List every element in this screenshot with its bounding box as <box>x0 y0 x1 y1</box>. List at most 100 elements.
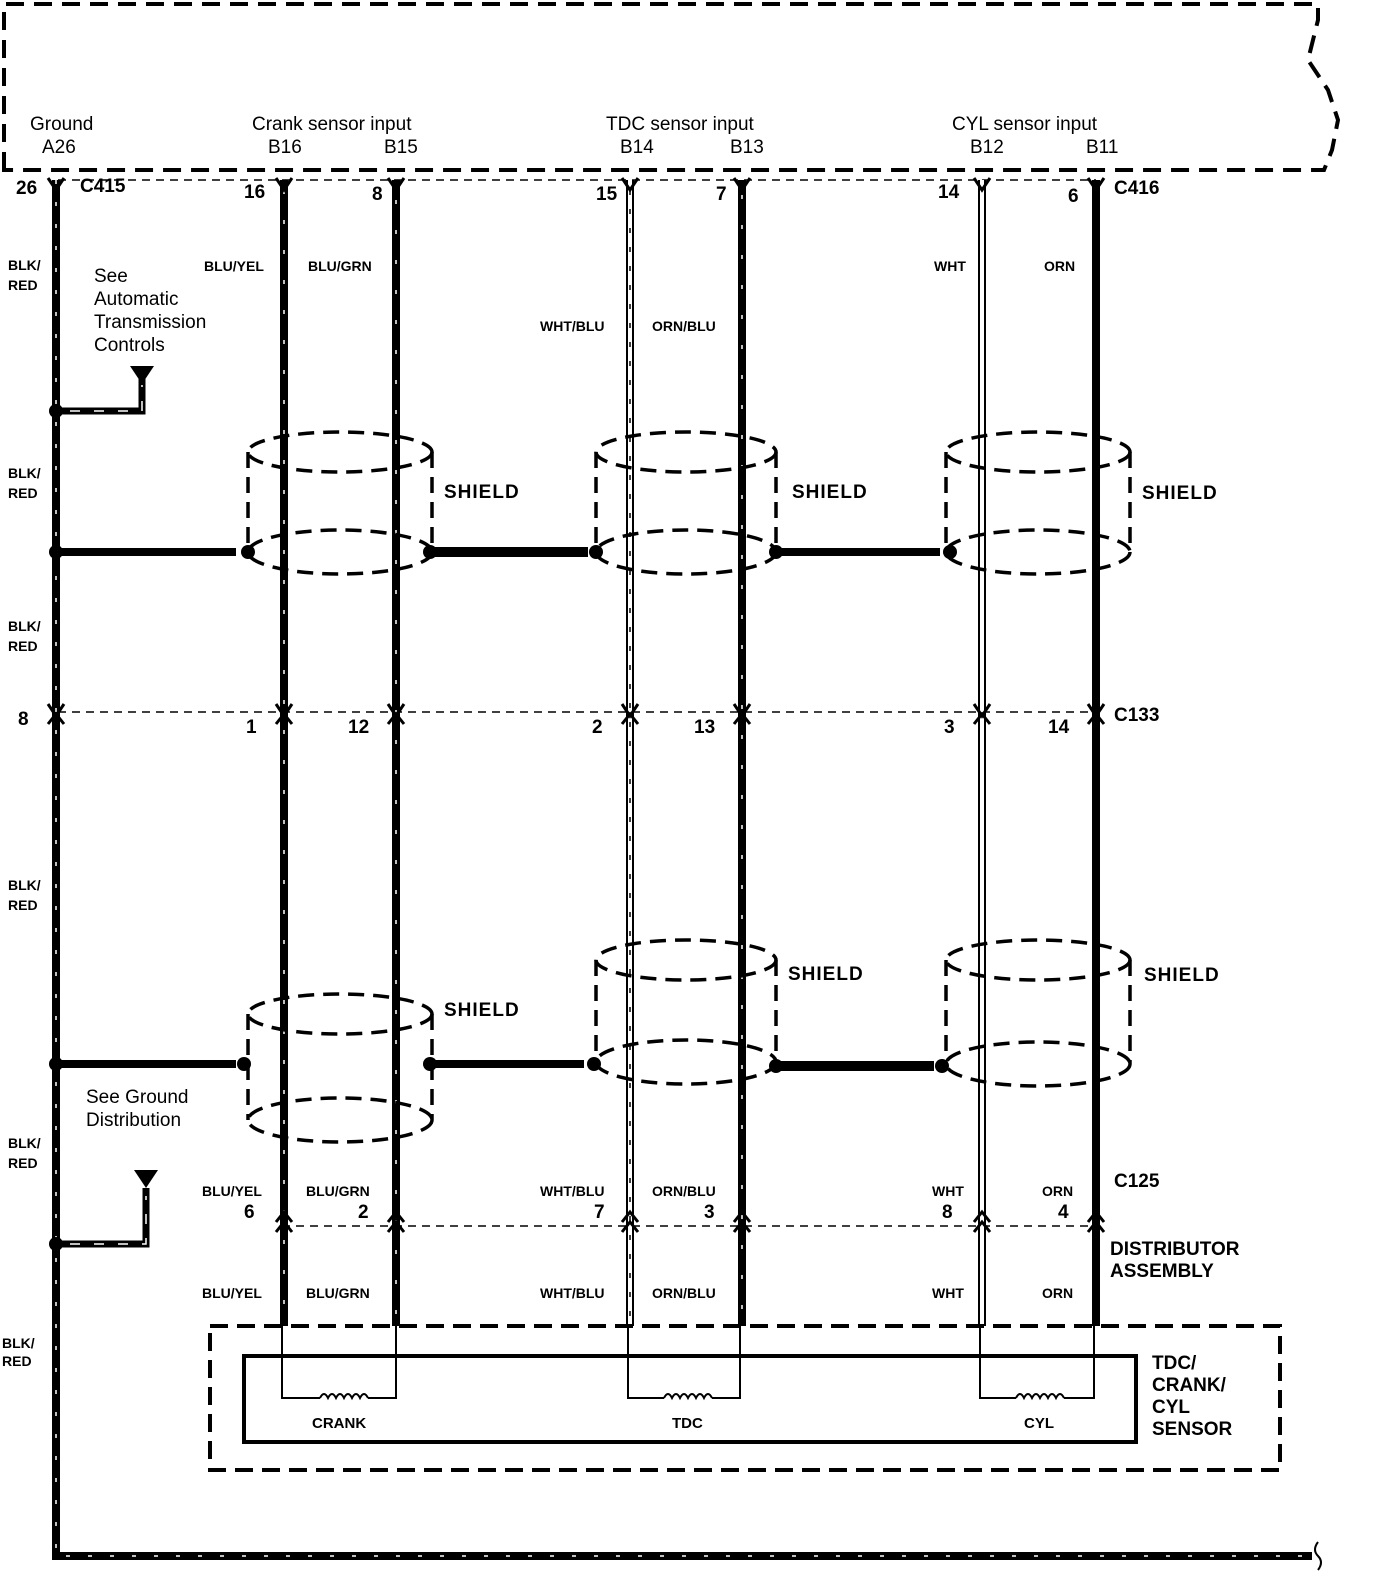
pin-3-c133: 3 <box>944 717 955 738</box>
label-orn-blu-bottom: ORN/BLU <box>652 1285 716 1301</box>
pin-2-c133: 2 <box>592 717 603 738</box>
connector-c415: C415 <box>80 176 126 197</box>
shield-label-crank-upper: SHIELD <box>444 482 520 503</box>
pin-8-c133: 8 <box>18 709 29 730</box>
svg-text:RED: RED <box>8 1155 38 1171</box>
ecm-pin-b14: B14 <box>620 137 654 158</box>
shield-label-cyl-lower: SHIELD <box>1144 965 1220 986</box>
label-blu-yel-bottom: BLU/YEL <box>202 1285 262 1301</box>
label-orn-c125: ORN <box>1042 1183 1073 1199</box>
shield-tdc-lower <box>594 938 778 1086</box>
shield-cyl-lower <box>944 938 1132 1088</box>
ecm-pin-b16: B16 <box>268 137 302 158</box>
ground-wire <box>52 180 1312 1560</box>
label-blu-grn-top: BLU/GRN <box>308 258 372 274</box>
svg-text:CYL: CYL <box>1152 1397 1190 1418</box>
distributor-box <box>208 1324 1282 1472</box>
connector-terminals-top <box>46 177 1106 193</box>
ecm-pin-b15: B15 <box>384 137 418 158</box>
ecm-cyl-label: CYL sensor input <box>952 114 1098 135</box>
svg-text:Automatic: Automatic <box>94 289 178 310</box>
connector-terminals-c133 <box>46 703 1106 725</box>
pin-14-c133: 14 <box>1048 717 1070 738</box>
label-wht-blu-c125: WHT/BLU <box>540 1183 605 1199</box>
pin-14-top: 14 <box>938 182 960 203</box>
svg-text:RED: RED <box>8 638 38 654</box>
pin-13-c133: 13 <box>694 717 715 738</box>
pin-6-c125: 6 <box>244 1202 255 1223</box>
pin-2-c125: 2 <box>358 1202 369 1223</box>
shield-label-tdc-upper: SHIELD <box>792 482 868 503</box>
label-orn-blu-top: ORN/BLU <box>652 318 716 334</box>
sensor-box <box>242 1354 1138 1444</box>
ground-symbol-atc-icon <box>130 366 154 384</box>
svg-text:RED: RED <box>8 277 38 293</box>
svg-text:CRANK/: CRANK/ <box>1152 1375 1227 1396</box>
pin-7-c125: 7 <box>594 1202 605 1223</box>
label-orn-top: ORN <box>1044 258 1075 274</box>
svg-text:See: See <box>94 266 128 287</box>
pin-6-top: 6 <box>1068 186 1079 207</box>
ecm-tdc-label: TDC sensor input <box>606 114 755 135</box>
ground-distribution-tap <box>49 1188 150 1251</box>
upper-shield-drain <box>49 545 957 559</box>
shield-crank-upper <box>246 430 434 576</box>
ecm-pin-a26: A26 <box>42 137 76 158</box>
svg-text:BLK/: BLK/ <box>8 877 41 893</box>
pin-15: 15 <box>596 184 618 205</box>
svg-text:SENSOR: SENSOR <box>1152 1419 1233 1440</box>
shield-cyl-upper <box>944 430 1132 576</box>
wire-break-icon <box>1314 1541 1322 1571</box>
crank-coil <box>281 1326 397 1401</box>
cyl-coil <box>979 1326 1095 1401</box>
coil-label-cyl: CYL <box>1024 1415 1054 1432</box>
pin-16: 16 <box>244 182 265 203</box>
label-orn-blu-c125: ORN/BLU <box>652 1183 716 1199</box>
label-blu-grn-bottom: BLU/GRN <box>306 1285 370 1301</box>
coil-label-tdc: TDC <box>672 1415 703 1432</box>
pin-8-top: 8 <box>372 184 383 205</box>
atc-ground-tap <box>49 378 146 418</box>
shield-label-cyl-upper: SHIELD <box>1142 483 1218 504</box>
svg-text:TDC/: TDC/ <box>1152 1353 1197 1374</box>
pin-12-c133: 12 <box>348 717 369 738</box>
label-blu-grn-c125: BLU/GRN <box>306 1183 370 1199</box>
svg-text:See Ground: See Ground <box>86 1087 188 1108</box>
label-wht-blu-top: WHT/BLU <box>540 318 605 334</box>
pin-8-c125: 8 <box>942 1202 953 1223</box>
label-wht-blu-bottom: WHT/BLU <box>540 1285 605 1301</box>
ecm-pin-b11: B11 <box>1086 137 1118 158</box>
shield-tdc-upper <box>594 430 778 576</box>
ground-symbol-distribution-icon <box>134 1170 158 1188</box>
svg-text:BLK/: BLK/ <box>8 257 41 273</box>
shield-label-tdc-lower: SHIELD <box>788 964 864 985</box>
svg-text:Distribution: Distribution <box>86 1110 181 1131</box>
pin-3-c125: 3 <box>704 1202 715 1223</box>
sensor-label: TDC/ CRANK/ CYL SENSOR <box>1152 1353 1233 1440</box>
ecm-pin-b13: B13 <box>730 137 764 158</box>
svg-text:Transmission: Transmission <box>94 312 206 333</box>
tdc-coil <box>627 1326 741 1401</box>
svg-text:BLK/: BLK/ <box>8 1135 41 1151</box>
pin-7-top: 7 <box>716 184 727 205</box>
svg-text:RED: RED <box>2 1353 32 1369</box>
svg-text:BLK/: BLK/ <box>2 1335 35 1351</box>
shield-crank-lower <box>246 992 434 1144</box>
ecm-crank-label: Crank sensor input <box>252 114 412 135</box>
connector-c125: C125 <box>1114 1171 1160 1192</box>
connector-c133: C133 <box>1114 705 1159 726</box>
see-ground-note: See Ground Distribution <box>86 1087 188 1131</box>
svg-text:BLK/: BLK/ <box>8 618 41 634</box>
pin-4-c125: 4 <box>1058 1202 1069 1223</box>
shield-label-crank-lower: SHIELD <box>444 1000 520 1021</box>
ecm-ground-label: Ground <box>30 114 93 135</box>
distributor-label-2: ASSEMBLY <box>1110 1261 1214 1282</box>
svg-text:RED: RED <box>8 485 38 501</box>
ground-wire-labels: BLK/RED BLK/RED BLK/RED BLK/RED BLK/RED … <box>2 257 41 1369</box>
svg-text:RED: RED <box>8 897 38 913</box>
connector-terminals-c125 <box>274 1209 1106 1233</box>
ecm-pin-b12: B12 <box>970 137 1004 158</box>
label-blu-yel-c125: BLU/YEL <box>202 1183 262 1199</box>
pin-1-c133: 1 <box>246 717 257 738</box>
